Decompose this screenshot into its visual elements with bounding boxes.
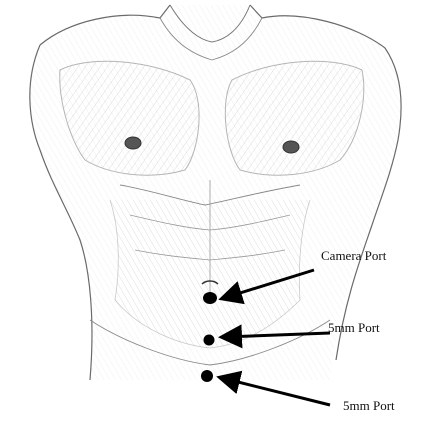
low-port-label: 5mm Port	[343, 399, 395, 412]
low-port-marker	[201, 370, 213, 382]
low-port-arrow	[222, 378, 330, 405]
camera-port-marker	[203, 292, 217, 304]
camera-port-label: Camera Port	[321, 249, 386, 262]
left-nipple	[125, 137, 141, 149]
right-nipple	[283, 141, 299, 153]
mid-port-label: 5mm Port	[328, 321, 380, 334]
mid-port-marker	[204, 335, 215, 346]
